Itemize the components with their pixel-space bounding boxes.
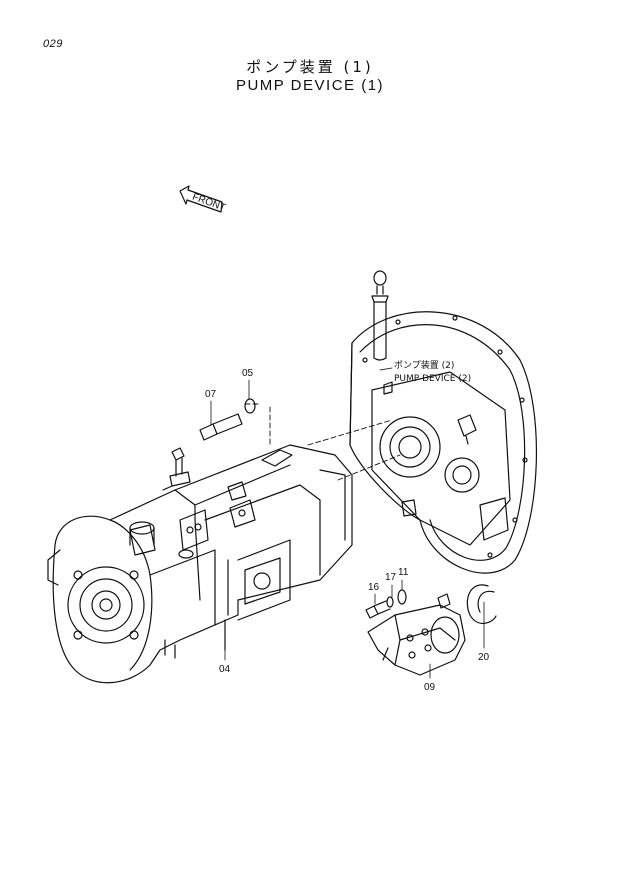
- callout-16: 16: [368, 582, 380, 593]
- callout-11: 11: [398, 567, 409, 578]
- page-number: 029: [43, 38, 63, 50]
- spring-washer-05: [244, 398, 256, 414]
- callout-20: 20: [478, 652, 490, 663]
- snap-ring-20: [466, 584, 497, 624]
- gear-pump-09: [367, 593, 466, 676]
- title-japanese: ポンプ装置 (1): [246, 58, 374, 76]
- leader-lines: [210, 367, 485, 679]
- callout-07: 07: [205, 389, 217, 400]
- reference-note-en: PUMP DEVICE (2): [394, 374, 471, 384]
- callout-05: 05: [242, 368, 254, 379]
- bolt-16: [365, 600, 391, 619]
- dipstick-tube: [371, 270, 389, 361]
- assembly-lines: [244, 403, 401, 481]
- o-ring-11: [397, 589, 407, 605]
- bolt-07: [199, 413, 243, 441]
- reference-note-jp: ポンプ装置 (2): [394, 359, 454, 371]
- main-pump-assembly: [47, 444, 353, 684]
- flywheel-housing-plate: [349, 311, 538, 574]
- washer-17: [386, 596, 394, 608]
- pressure-sensor: [162, 447, 191, 491]
- callout-17: 17: [385, 572, 397, 583]
- callout-04: 04: [219, 664, 231, 675]
- callout-09: 09: [424, 682, 436, 693]
- front-direction-arrow: [179, 185, 223, 213]
- front-label: FRONT: [191, 192, 227, 214]
- title-english: PUMP DEVICE (1): [235, 77, 385, 94]
